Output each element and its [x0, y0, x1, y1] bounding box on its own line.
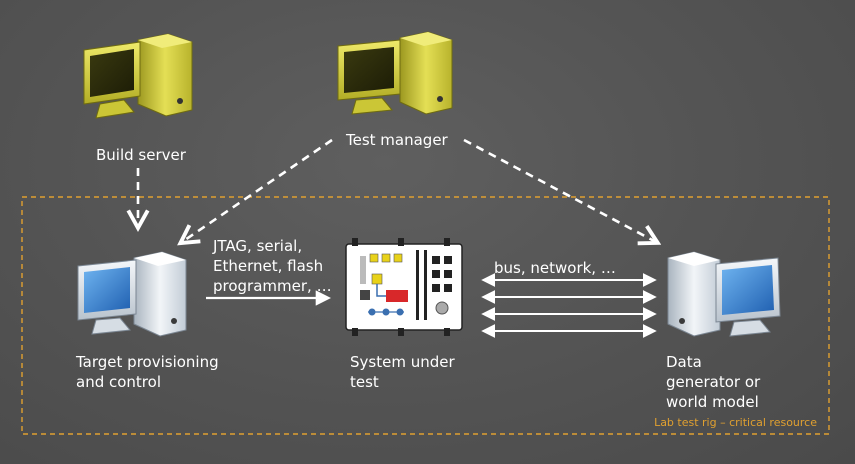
- build-server-label: Build server: [96, 146, 186, 164]
- data-generator-label-line2: generator or: [666, 373, 761, 391]
- target-provisioning-computer-icon: [77, 251, 187, 337]
- build-server-computer-icon: [83, 33, 193, 119]
- test-manager-computer-icon: [337, 31, 453, 115]
- data-generator-label-line1: Data: [666, 353, 702, 371]
- provisioning-link-label-line3: programmer, …: [213, 277, 332, 295]
- lab-test-rig-caption: Lab test rig – critical resource: [654, 416, 817, 429]
- manager-to-provisioning-arrow: [182, 138, 333, 242]
- system-under-test-device-icon: [345, 238, 463, 336]
- system-under-test-label-line2: test: [350, 373, 379, 391]
- data-generator-computer-icon: [667, 251, 781, 337]
- target-provisioning-label-line1: Target provisioning: [76, 353, 219, 371]
- provisioning-link-label-line2: Ethernet, flash: [213, 257, 324, 275]
- provisioning-link-label-line1: JTAG, serial,: [213, 237, 303, 255]
- target-provisioning-label-line2: and control: [76, 373, 161, 391]
- manager-to-data-generator-arrow: [463, 138, 656, 242]
- data-generator-label-line3: world model: [666, 393, 759, 411]
- system-under-test-label-line1: System under: [350, 353, 455, 371]
- test-manager-label: Test manager: [346, 131, 448, 149]
- data-link-label: bus, network, …: [494, 259, 616, 277]
